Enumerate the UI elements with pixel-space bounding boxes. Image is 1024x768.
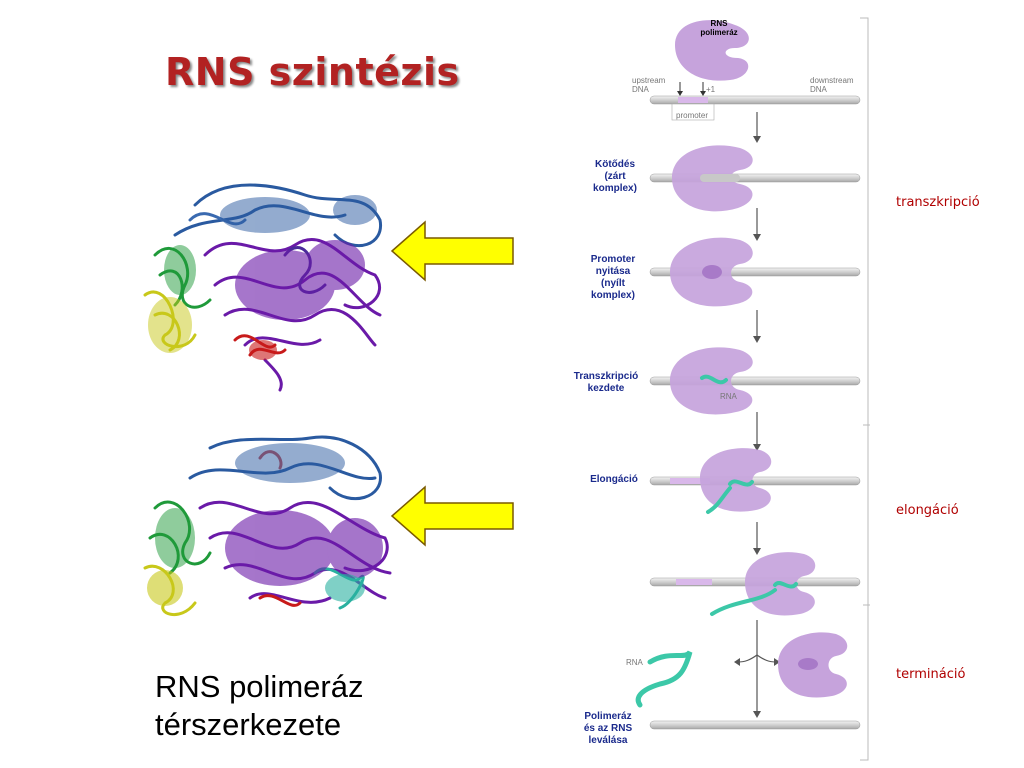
stage-label-elongation: Elongáció (580, 474, 648, 486)
left-arrow-icon (390, 220, 514, 282)
left-arrow-icon (390, 485, 514, 547)
rna-polymerase-shape (675, 20, 749, 81)
stage-label-line: (nyílt (601, 278, 625, 289)
rna-label: RNA (720, 392, 737, 401)
caption-line: térszerkezete (155, 707, 342, 742)
stage-label-line: (zárt (604, 171, 626, 182)
rna-polymerase-shape (670, 347, 753, 415)
downstream-label-line: DNA (810, 85, 827, 94)
upstream-label-line: DNA (632, 85, 649, 94)
transcription-process-diagram (635, 17, 870, 761)
downstream-dna-label: downstream DNA (810, 76, 854, 94)
figure-caption: RNS polimeráz térszerkezete (155, 668, 363, 744)
phase-label-elongation: elongáció (896, 503, 959, 518)
stage-label-opening: Promoter nyitása (nyílt komplex) (578, 254, 648, 302)
polymerase-label: RNS polimeráz (697, 19, 741, 37)
stage-label-line: nyitása (595, 266, 631, 277)
caption-line: RNS polimeráz (155, 669, 364, 704)
stage-label-line: Polimeráz (584, 711, 632, 722)
stage-label-initiation: Transzkripció kezdete (563, 371, 649, 395)
stage-label-line: komplex) (593, 183, 637, 194)
upstream-label-line: upstream (632, 76, 666, 85)
released-rna-label: RNA (626, 658, 643, 667)
stage-label-line: kezdete (587, 383, 625, 394)
plus-one-label: +1 (706, 85, 716, 94)
protein-structure-top-image (143, 183, 382, 392)
stage-label-line: leválása (588, 735, 628, 746)
polymerase-label-line: RNS (710, 19, 728, 28)
rna-strand (710, 581, 798, 616)
downstream-label-line: downstream (810, 76, 854, 85)
upstream-dna-label: upstream DNA (632, 76, 665, 94)
released-rna-strand (635, 650, 693, 708)
stage-label-binding: Kötődés (zárt komplex) (580, 159, 650, 195)
rna-strand (700, 374, 728, 385)
phase-label-transcription: transzkripció (896, 195, 980, 210)
promoter-label: promoter (676, 111, 709, 120)
rna-strand (706, 479, 754, 514)
dna-strand (649, 720, 861, 730)
stage-label-line: komplex) (591, 290, 635, 301)
stage-label-release: Polimeráz és az RNS leválása (570, 711, 646, 747)
protein-structure-bottom-image (143, 435, 392, 617)
stage-label-line: Kötődés (595, 159, 635, 170)
stage-label-line: Transzkripció (573, 371, 639, 382)
stage-label-line: Promoter (590, 254, 636, 265)
stage-label-line: és az RNS (583, 723, 633, 734)
phase-label-termination: termináció (896, 667, 966, 682)
slide-title: RNS szintézis (165, 50, 460, 94)
stage-label-line: Elongáció (590, 474, 638, 485)
polymerase-label-line: polimeráz (700, 28, 738, 37)
